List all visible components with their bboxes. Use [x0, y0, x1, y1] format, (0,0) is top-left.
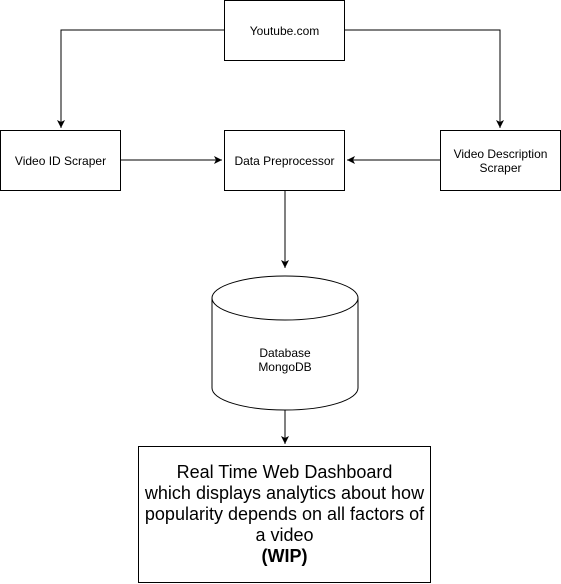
node-data-preprocessor: Data Preprocessor	[224, 130, 345, 191]
node-dashboard-status: (WIP)	[261, 546, 308, 566]
node-dashboard-label: Real Time Web Dashboard which displays a…	[144, 462, 425, 545]
node-database-label: Database MongoDB	[258, 346, 312, 374]
node-youtube: Youtube.com	[224, 0, 345, 61]
node-database: Database MongoDB	[212, 340, 358, 380]
node-video-description-scraper-label: Video Description Scraper	[453, 146, 548, 175]
database-cylinder-shape	[211, 275, 359, 411]
node-data-preprocessor-label: Data Preprocessor	[234, 153, 335, 168]
edge-youtube-to-id-scraper	[57, 29, 224, 128]
node-video-id-scraper: Video ID Scraper	[0, 130, 121, 191]
node-video-description-scraper: Video Description Scraper	[440, 130, 561, 191]
node-dashboard: Real Time Web Dashboard which displays a…	[138, 446, 431, 583]
node-video-id-scraper-label: Video ID Scraper	[14, 153, 107, 168]
node-youtube-label: Youtube.com	[249, 23, 320, 38]
edge-youtube-to-description-scraper	[345, 29, 504, 128]
